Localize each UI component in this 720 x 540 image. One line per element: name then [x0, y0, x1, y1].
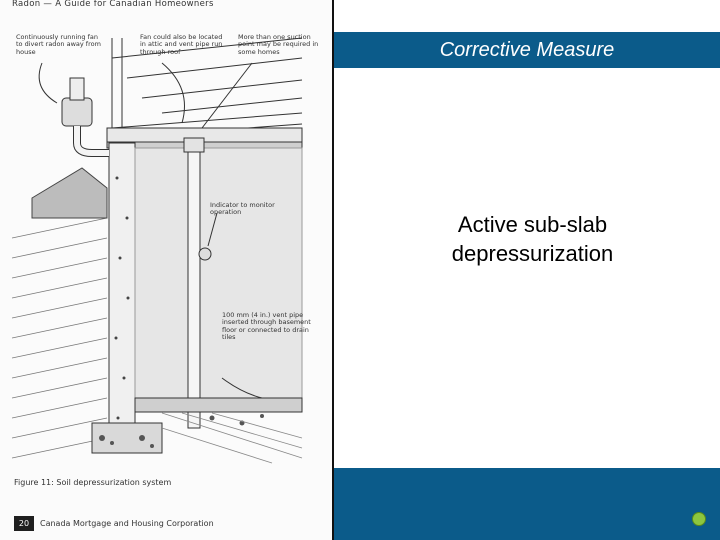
divider-line — [332, 0, 334, 540]
callout-vent-pipe: 100 mm (4 in.) vent pipe inserted throug… — [222, 312, 312, 342]
callout-fan-attic: Fan could also be located in attic and v… — [140, 34, 230, 56]
figure-caption: Figure 11: Soil depressurization system — [14, 478, 171, 487]
footer-organization: Canada Mortgage and Housing Corporation — [40, 519, 214, 528]
soil-depressurization-illustration — [12, 18, 330, 468]
scan-header: Radon — A Guide for Canadian Homeowners — [12, 0, 214, 10]
callout-suction-point: More than one suction point may be requi… — [238, 34, 326, 56]
body-line-1: Active sub-slab — [390, 210, 675, 239]
callout-fan-house: Continuously running fan to divert radon… — [16, 34, 106, 56]
page-number: 20 — [14, 516, 34, 531]
nav-dot-icon[interactable] — [692, 512, 706, 526]
slide-body: Active sub-slab depressurization — [390, 210, 675, 268]
body-line-2: depressurization — [390, 239, 675, 268]
callout-indicator: Indicator to monitor operation — [210, 202, 280, 217]
scanned-page: Radon — A Guide for Canadian Homeowners — [0, 0, 332, 540]
slide-title: Corrective Measure — [334, 32, 720, 68]
bottom-bar — [334, 468, 720, 540]
